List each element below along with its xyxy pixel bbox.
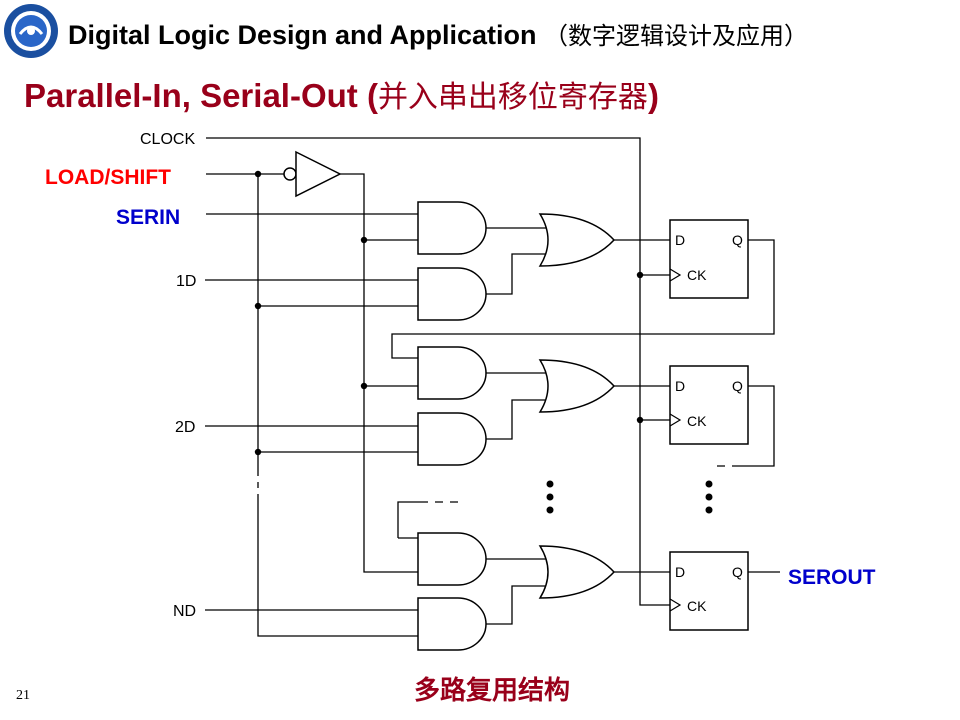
page-number: 21 bbox=[16, 688, 30, 703]
or-gate bbox=[538, 213, 616, 267]
d-flipflop bbox=[669, 219, 749, 299]
ff-pin-q: Q bbox=[732, 232, 743, 248]
ff-pin-ck: CK bbox=[687, 413, 707, 429]
clock-label: CLOCK bbox=[140, 131, 195, 148]
ff-pin-d: D bbox=[675, 232, 685, 248]
or-gate bbox=[538, 359, 616, 413]
and-gate bbox=[417, 201, 487, 255]
diagram-caption: 多路复用结构 bbox=[414, 676, 571, 706]
input-1d-label: 1D bbox=[176, 273, 196, 290]
serout-label: SEROUT bbox=[788, 566, 876, 589]
serin-label: SERIN bbox=[116, 206, 180, 229]
and-gate bbox=[417, 267, 487, 321]
inverter-gate bbox=[283, 150, 342, 198]
input-nd-label: ND bbox=[173, 603, 196, 620]
d-flipflop bbox=[669, 551, 749, 631]
or-gate bbox=[538, 545, 616, 599]
ff-pin-q: Q bbox=[732, 378, 743, 394]
ff-pin-ck: CK bbox=[687, 267, 707, 283]
and-gate bbox=[417, 346, 487, 400]
and-gate bbox=[417, 412, 487, 466]
and-gate bbox=[417, 532, 487, 586]
ff-pin-q: Q bbox=[732, 564, 743, 580]
load-shift-label: LOAD/SHIFT bbox=[45, 166, 171, 189]
ellipsis-dots bbox=[546, 480, 713, 514]
input-2d-label: 2D bbox=[175, 419, 195, 436]
slide-title: Parallel-In, Serial-Out (并入串出移位寄存器) bbox=[24, 77, 659, 115]
d-flipflop bbox=[669, 365, 749, 445]
ff-pin-d: D bbox=[675, 378, 685, 394]
university-logo bbox=[4, 4, 58, 58]
ff-pin-d: D bbox=[675, 564, 685, 580]
header-title: Digital Logic Design and Application （数字… bbox=[68, 20, 809, 50]
and-gate bbox=[417, 597, 487, 651]
ff-pin-ck: CK bbox=[687, 598, 707, 614]
